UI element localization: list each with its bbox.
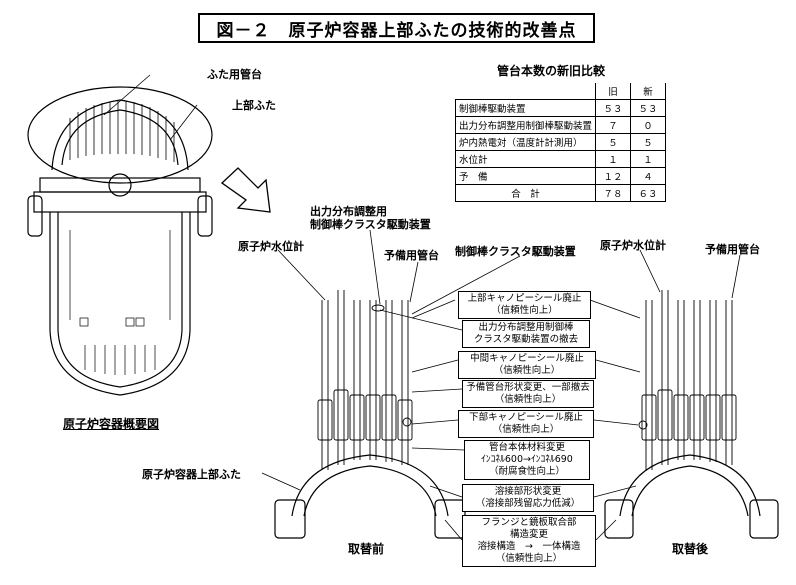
note-flange-structure: フランジと鏡板取合部構造変更溶接構造 → 一体構造（信頼性向上） bbox=[462, 515, 596, 567]
label-after: 取替後 bbox=[672, 542, 709, 556]
note-spare-nozzle: 予備管台形状変更、一部撤去（信頼性向上） bbox=[462, 380, 594, 408]
col-old: 旧 bbox=[595, 83, 632, 100]
note-middle-canopy: 中間キャノピーシール廃止（信頼性向上） bbox=[458, 351, 596, 379]
note-weld-shape: 溶接部形状変更（溶接部残留応力低減） bbox=[462, 484, 594, 512]
label-level-gauge-left: 原子炉水位計 bbox=[238, 240, 304, 253]
figure-title: 図－２ 原子炉容器上部ふたの技術的改善点 bbox=[198, 13, 595, 43]
table-row: 出力分布調整用制御棒駆動装置 ７ ０ bbox=[454, 116, 667, 134]
note-upper-canopy: 上部キャノピーシール廃止（信頼性向上） bbox=[458, 291, 591, 319]
label-spare-nozzle-right: 予備用管台 bbox=[705, 243, 760, 256]
before-replacement-head bbox=[274, 290, 466, 539]
table-row: 予 備 １２ ４ bbox=[454, 167, 667, 185]
note-crdm-removal: 出力分布調整用制御棒クラスタ駆動装置の撤去 bbox=[462, 320, 590, 348]
table-row: 水位計 １ １ bbox=[454, 150, 667, 168]
label-nozzle-base: ふた用管台 bbox=[207, 68, 262, 81]
label-upper-head: 上部ふた bbox=[232, 99, 276, 112]
table-row: 炉内熱電対（温度計計測用） ５ ５ bbox=[454, 133, 667, 151]
table-row: 制御棒駆動装置 ５３ ５３ bbox=[454, 99, 667, 117]
overview-caption: 原子炉容器概要図 bbox=[63, 417, 160, 431]
note-material-change: 管台本体材料変更ｲﾝｺﾈﾙ600→ｲﾝｺﾈﾙ690（耐腐食性向上） bbox=[464, 440, 590, 480]
table-title: 管台本数の新旧比較 bbox=[497, 64, 606, 78]
nozzle-count-table: 旧 新 制御棒駆動装置 ５３ ５３ 出力分布調整用制御棒駆動装置 ７ ０ 炉内熱… bbox=[454, 83, 667, 202]
col-new: 新 bbox=[630, 83, 667, 100]
table-row-total: 合 計 ７８ ６３ bbox=[454, 184, 667, 202]
after-replacement-head bbox=[604, 290, 779, 539]
transition-arrow bbox=[220, 167, 271, 213]
leader-lines bbox=[261, 229, 741, 541]
note-lower-canopy: 下部キャノピーシール廃止（信頼性向上） bbox=[458, 410, 594, 438]
label-rv-upper-head: 原子炉容器上部ふた bbox=[142, 468, 241, 481]
label-power-dist-crdm-2: 制御棒クラスタ駆動装置 bbox=[310, 218, 431, 231]
label-level-gauge-right: 原子炉水位計 bbox=[600, 239, 666, 252]
label-before: 取替前 bbox=[348, 542, 385, 556]
label-power-dist-crdm-1: 出力分布調整用 bbox=[310, 205, 387, 218]
label-crdm: 制御棒クラスタ駆動装置 bbox=[455, 245, 576, 258]
label-spare-nozzle-left: 予備用管台 bbox=[384, 249, 439, 262]
reactor-vessel-overview bbox=[27, 74, 213, 396]
